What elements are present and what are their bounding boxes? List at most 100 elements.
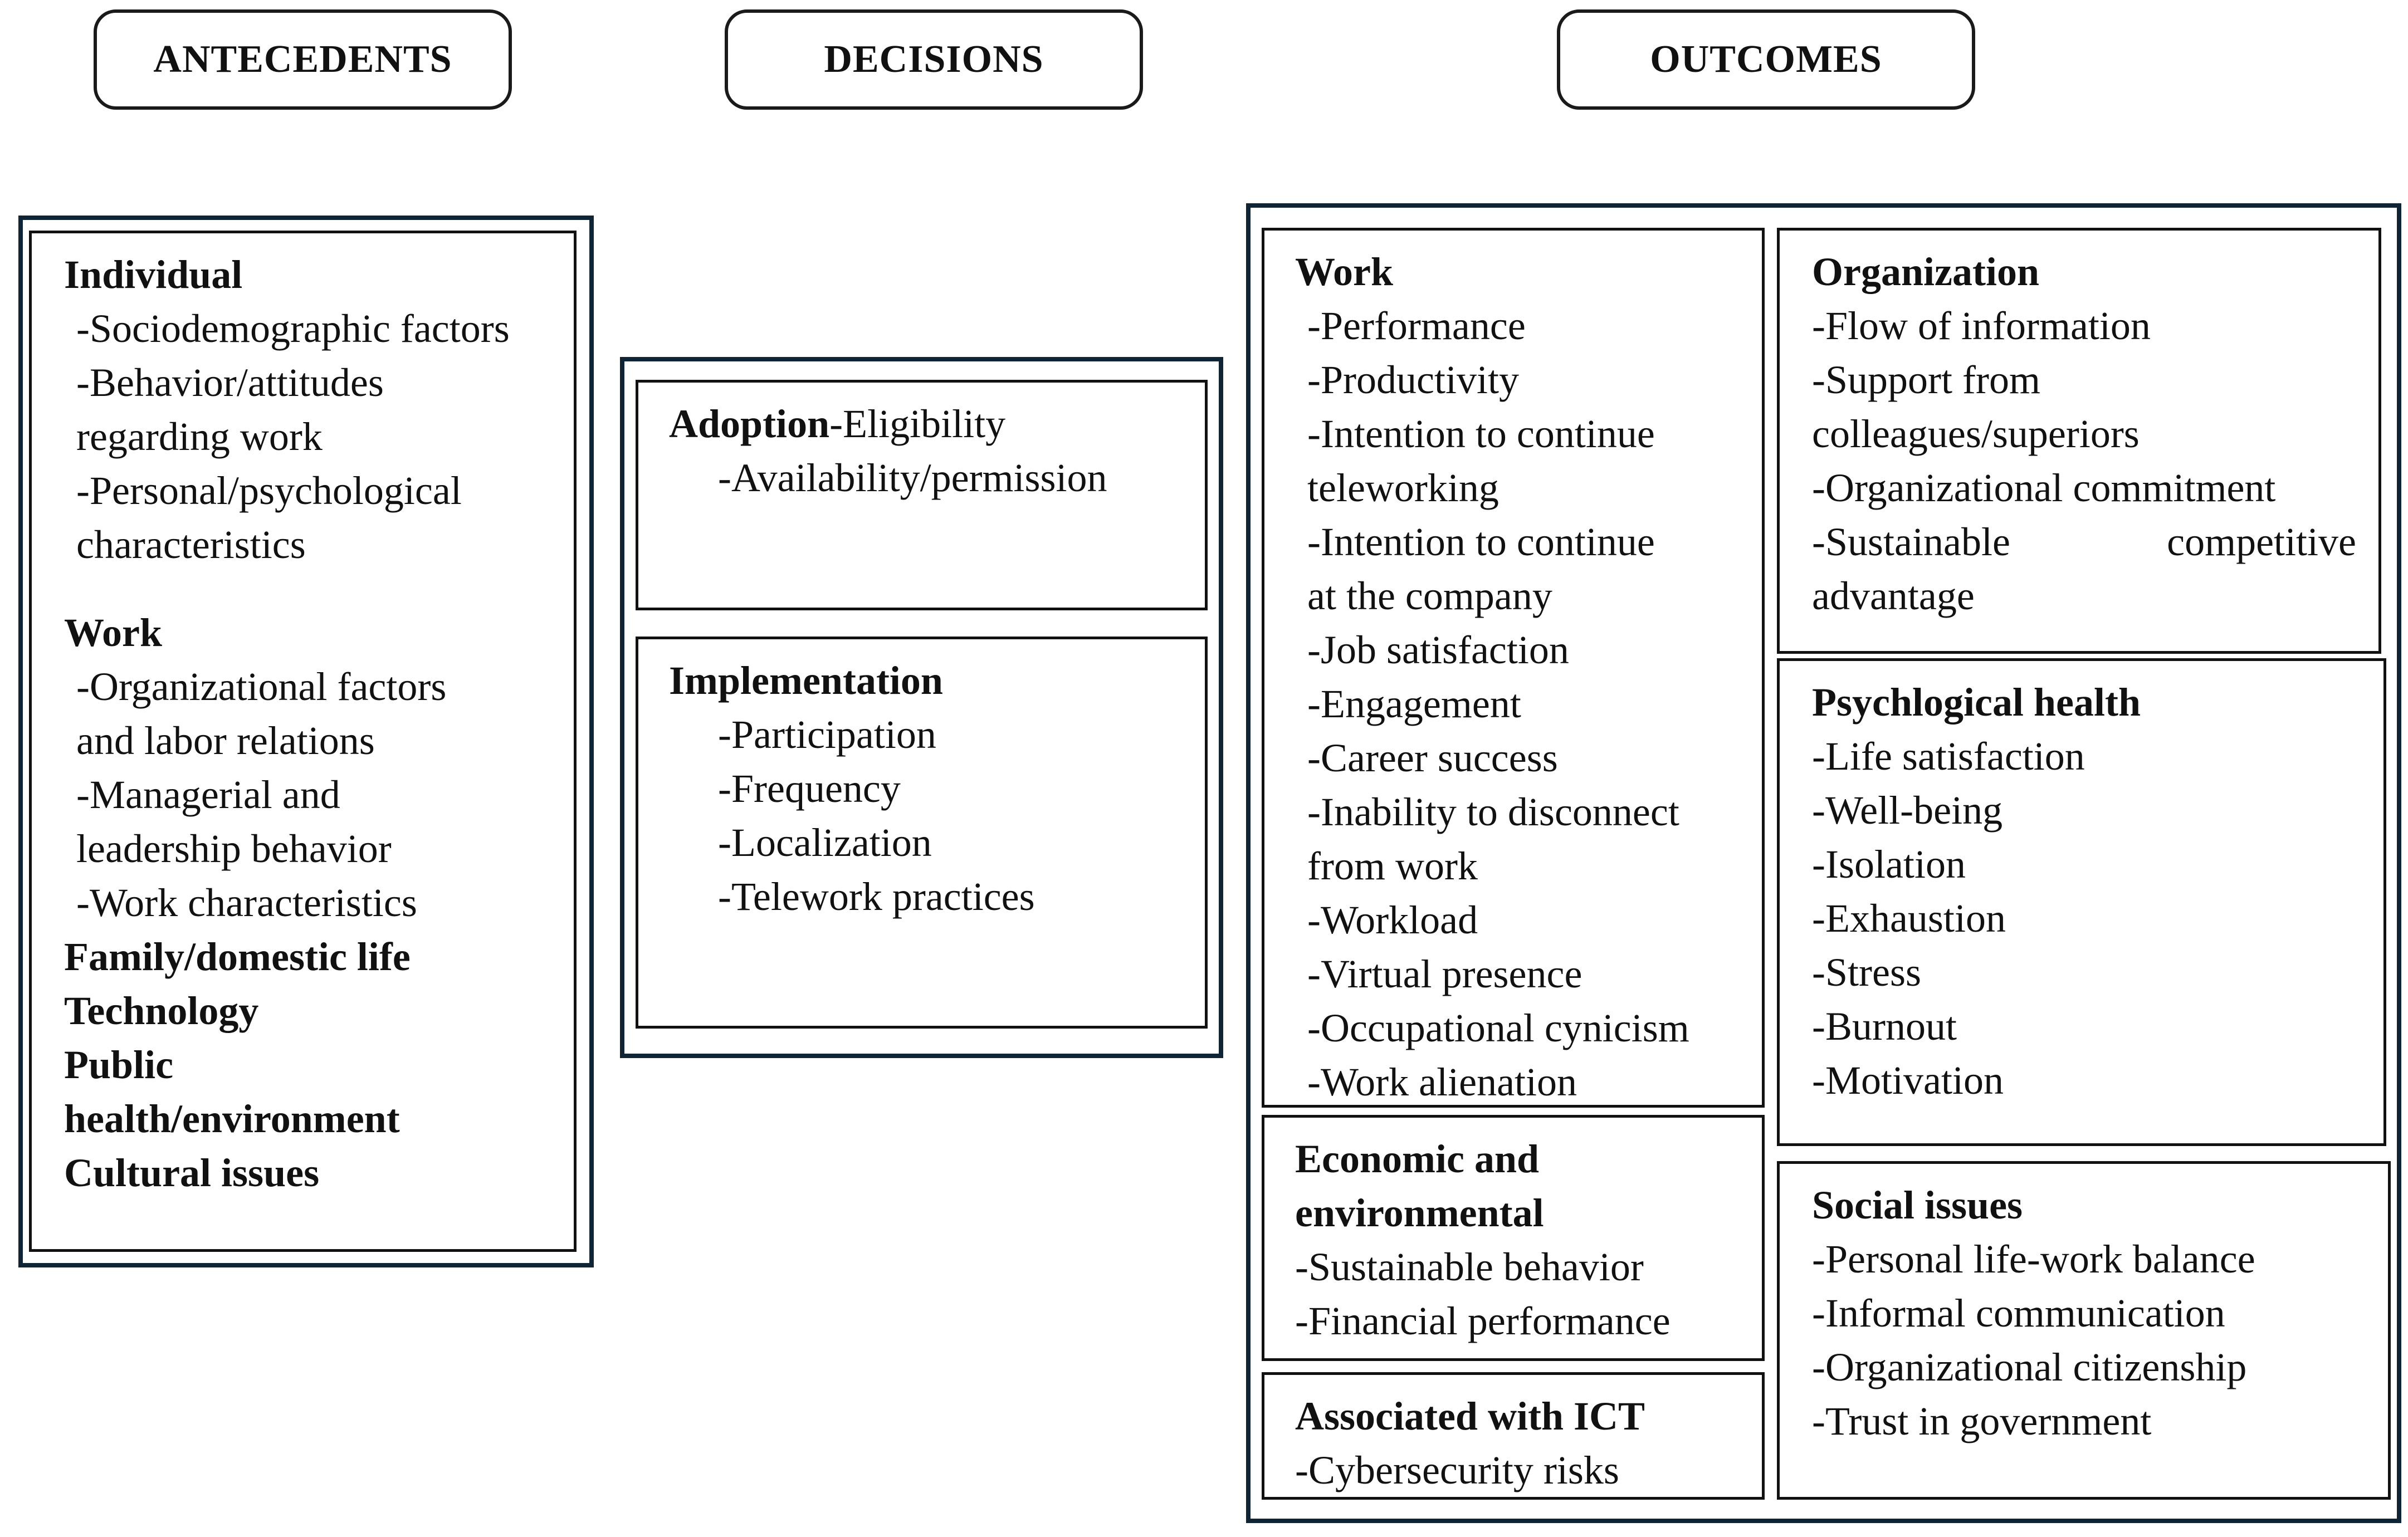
category-heading: Family/domestic life	[64, 930, 551, 984]
list-item: -Life satisfaction	[1812, 730, 2361, 784]
heading-text: environmental	[1295, 1191, 1544, 1235]
list-item: -Behavior/attitudes	[64, 356, 551, 410]
list-item: -Availability/permission	[669, 451, 1183, 505]
list-item: -Telework practices	[669, 870, 1183, 924]
heading-text: Individual	[64, 252, 243, 297]
list-item: -Occupational cynicism	[1295, 1001, 1740, 1055]
item-text: -Localization	[718, 820, 932, 865]
list-item: -Inability to disconnect	[1295, 785, 1740, 839]
social-issues-box: Social issues-Personal life-work balance…	[1777, 1161, 2391, 1500]
list-item: -Organizational commitment	[1812, 461, 2356, 515]
item-text: colleagues/superiors	[1812, 412, 2140, 456]
list-item: teleworking	[1295, 461, 1740, 515]
economic-box: Economic and environmental -Sustainable be…	[1262, 1115, 1765, 1361]
list-item: -Workload	[1295, 893, 1740, 947]
item-text: leadership behavior	[76, 826, 392, 871]
list-item: -Cybersecurity risks	[1295, 1443, 1740, 1497]
item-text: -Engagement	[1307, 682, 1521, 726]
outcomes-header: OUTCOMES	[1557, 9, 1975, 110]
organization-box: Organization-Flow of information-Support…	[1777, 228, 2381, 654]
list-item: -Virtual presence	[1295, 947, 1740, 1001]
item-text: advantage	[1812, 574, 1975, 618]
list-item: -Isolation	[1812, 838, 2361, 892]
list-item: advantage	[1812, 569, 2356, 623]
item-text: -Participation	[718, 712, 936, 757]
list-item: characteristics	[64, 518, 551, 572]
item-text: -Job satisfaction	[1307, 628, 1569, 672]
item-text: -Organizational commitment	[1812, 466, 2276, 510]
ict-box: Associated with ICT -Cybersecurity risks	[1262, 1372, 1765, 1500]
item-text: -Sustainable behavior	[1295, 1245, 1644, 1289]
item-text: -Performance	[1307, 304, 1526, 348]
list-item: -Stress	[1812, 946, 2361, 1000]
heading-text: Adoption	[669, 402, 830, 446]
item-text: teleworking	[1307, 466, 1499, 510]
heading-text: Technology	[64, 988, 259, 1033]
list-item: -Sustainable behavior	[1295, 1240, 1740, 1294]
decisions-group	[620, 357, 1223, 1058]
list-item: -Personal life-work balance	[1812, 1232, 2366, 1286]
list-item: -Frequency	[669, 762, 1183, 816]
list-item: at the company	[1295, 569, 1740, 623]
list-item: -Intention to continue	[1295, 515, 1740, 569]
item-text: -Intention to continue	[1307, 520, 1655, 564]
category-heading: Technology	[64, 984, 551, 1038]
heading-text: Associated with ICT	[1295, 1394, 1645, 1438]
list-item: -Sustainable competitive	[1812, 515, 2356, 569]
list-item: -Support from	[1812, 353, 2356, 407]
item-text: -Career success	[1307, 736, 1558, 780]
list-item: -Job satisfaction	[1295, 623, 1740, 677]
item-text: at the company	[1307, 574, 1552, 618]
category-heading: Psychlogical health	[1812, 676, 2361, 730]
item-text: -Life satisfaction	[1812, 734, 2085, 779]
list-item: -Sociodemographic factors	[64, 302, 551, 356]
list-item: -Career success	[1295, 731, 1740, 785]
category-heading: Implementation	[669, 654, 1183, 708]
item-text: -Isolation	[1812, 842, 1966, 887]
item-text: -Cybersecurity risks	[1295, 1448, 1619, 1492]
list-item: -Exhaustion	[1812, 892, 2361, 946]
item-text: -Sustainable competitive	[1812, 520, 2356, 564]
list-item: -Productivity	[1295, 353, 1740, 407]
heading-text: health/environment	[64, 1097, 400, 1141]
list-item: -Localization	[669, 816, 1183, 870]
category-heading: Adoption-Eligibility	[669, 397, 1183, 451]
item-text: -Organizational citizenship	[1812, 1345, 2247, 1389]
category-heading: Work	[64, 606, 551, 660]
item-text: -Managerial and	[76, 772, 340, 817]
item-text: -Productivity	[1307, 358, 1519, 402]
heading-text: Organization	[1812, 249, 2039, 294]
list-item: -Intention to continue	[1295, 407, 1740, 461]
heading-text: Psychlogical health	[1812, 680, 2141, 725]
item-text: -Financial performance	[1295, 1299, 1671, 1343]
item-text: -Telework practices	[718, 874, 1035, 919]
list-item: -Work alienation	[1295, 1055, 1740, 1109]
antecedents-header: ANTECEDENTS	[94, 9, 512, 110]
list-item: leadership behavior	[64, 822, 551, 876]
work-outcomes-box: Work -Performance -Productivity -Intention …	[1262, 228, 1765, 1108]
list-item: -Financial performance	[1295, 1294, 1740, 1348]
item-text: -Intention to continue	[1307, 412, 1655, 456]
list-item: -Informal communication	[1812, 1286, 2366, 1340]
item-text: -Well-being	[1812, 788, 2003, 833]
list-item: -Engagement	[1295, 677, 1740, 731]
item-text: and labor relations	[76, 718, 375, 763]
item-text: -Work characteristics	[76, 880, 417, 925]
list-item: and labor relations	[64, 714, 551, 768]
heading-text: Work	[1295, 249, 1394, 294]
item-text: -Stress	[1812, 950, 1921, 995]
item-text: regarding work	[76, 414, 323, 459]
item-text: -Burnout	[1812, 1004, 1957, 1049]
item-text: from work	[1307, 844, 1478, 888]
item-text: characteristics	[76, 522, 306, 567]
heading-text: Implementation	[669, 658, 943, 703]
heading-text: Economic and	[1295, 1137, 1540, 1181]
outcomes-group	[1246, 203, 2401, 1523]
item-text: -Inability to disconnect	[1307, 790, 1679, 834]
category-heading: Economic and	[1295, 1132, 1740, 1186]
list-item: -Participation	[669, 708, 1183, 762]
item-text: -Virtual presence	[1307, 952, 1582, 996]
list-item: -Work characteristics	[64, 876, 551, 930]
item-text: -Sociodemographic factors	[76, 306, 510, 351]
item-text: -Frequency	[718, 766, 901, 811]
